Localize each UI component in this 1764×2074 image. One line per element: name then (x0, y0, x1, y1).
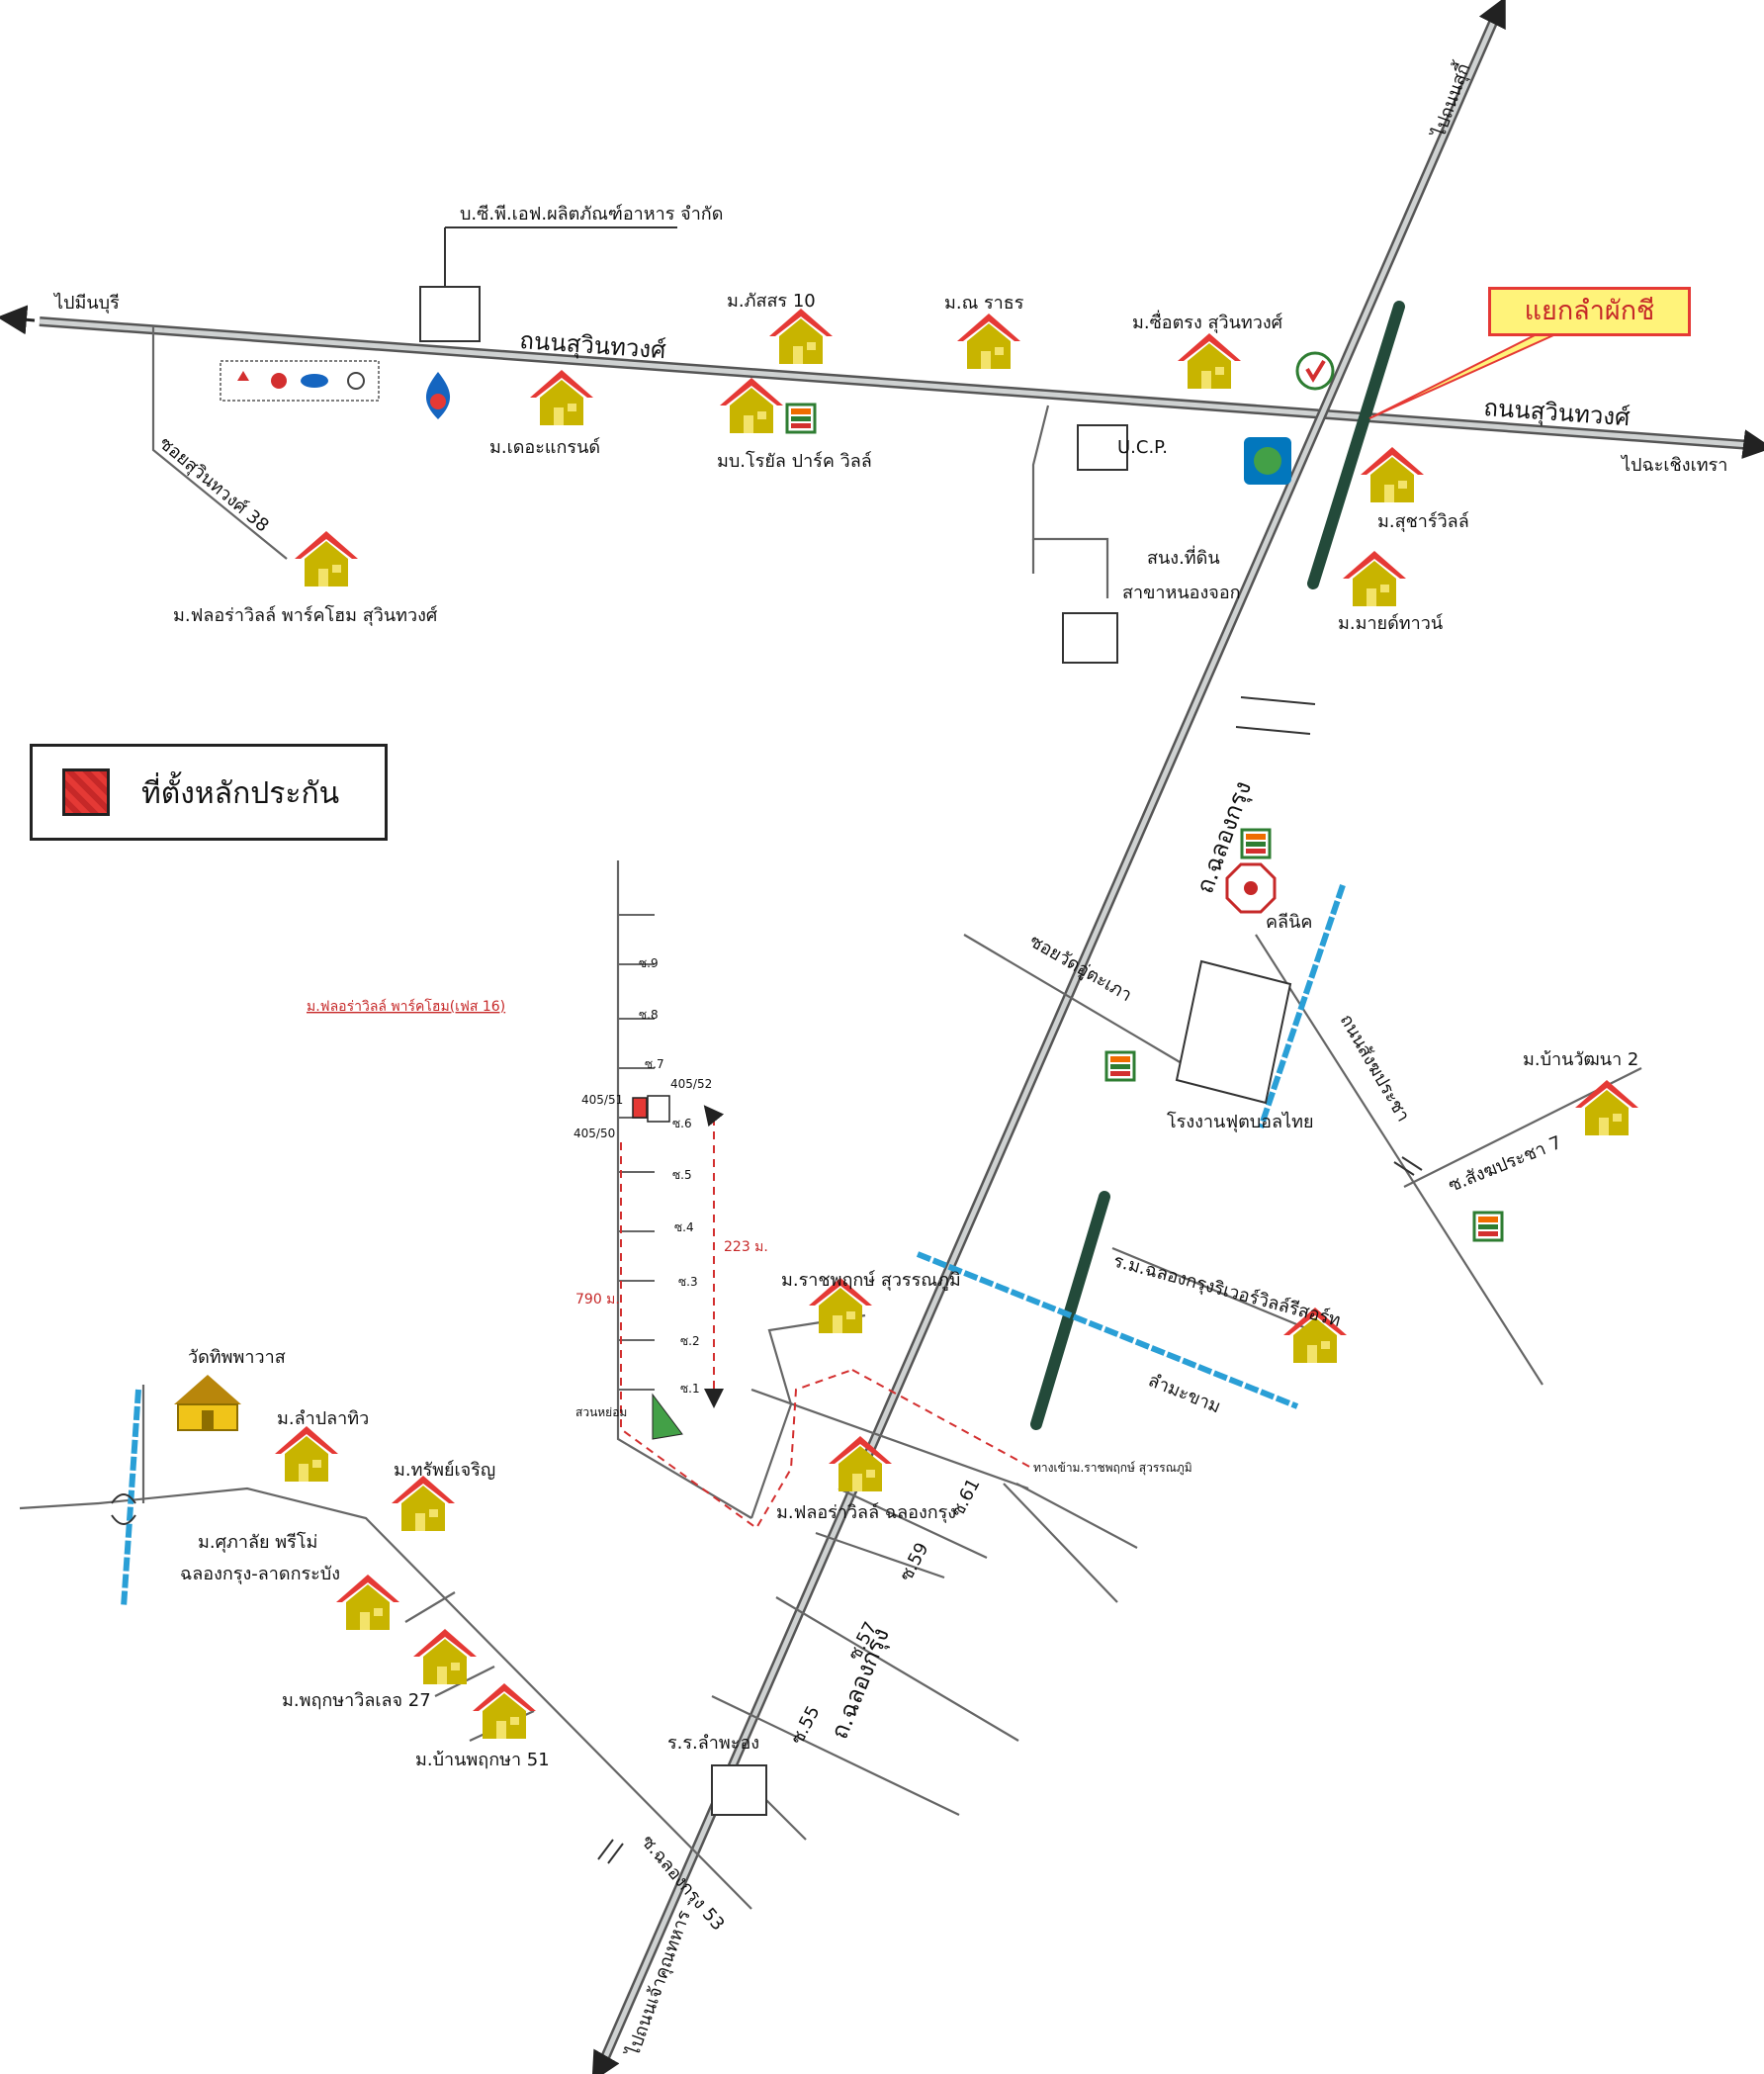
label-ratchaphruek: ม.ราชพฤกษ์ สุวรรณภูมิ (781, 1270, 961, 1291)
label-clinic: คลีนิค (1266, 912, 1312, 933)
label-soi-4: ซ.4 (674, 1220, 694, 1234)
label-flora-park: ม.ฟลอร่าวิลล์ พาร์คโฮม สุวินทวงศ์ (173, 604, 438, 626)
house-icon-suetrong (1178, 333, 1241, 389)
school-building (711, 1764, 767, 1816)
clinic-icon (1225, 862, 1277, 914)
label-house-405-52: 405/52 (670, 1077, 712, 1091)
label-supalai-2: ฉลองกรุง-ลาดกระบัง (180, 1564, 340, 1584)
junction-callout: แยกลำผักชี (1488, 287, 1691, 336)
label-soi-7: ซ.7 (645, 1057, 664, 1071)
label-park: สวนหย่อม (575, 1405, 627, 1419)
label-royalpark: มบ.โรยัล ปาร์ค วิลล์ (717, 450, 872, 472)
label-land-office-branch: สาขาหนองจอก (1122, 583, 1241, 603)
house-icon-pruksa27 (413, 1629, 477, 1684)
bridge-north (1307, 301, 1405, 589)
label-lam-pla-thio: ม.ลำปลาทิว (277, 1408, 369, 1429)
house-icon-suchar (1361, 447, 1424, 502)
label-distance-short: 223 ม. (724, 1239, 768, 1255)
label-soi-3: ซ.3 (678, 1275, 698, 1289)
house-icon-flora-park (295, 531, 358, 586)
label-to-north: ไปถนนสุกี้ (1425, 58, 1474, 141)
label-mindtown: ม.มายด์ทาวน์ (1338, 613, 1443, 634)
house-icon-phatsorn (769, 309, 833, 364)
collateral-marker (632, 1097, 648, 1119)
house-icon-supalai (336, 1575, 399, 1630)
football-factory-building (1175, 959, 1292, 1105)
bridge-south (1030, 1191, 1110, 1430)
label-to-chachoengsao: ไปฉะเชิงเทรา (1620, 454, 1727, 476)
label-ucp: U.C.P. (1117, 437, 1168, 458)
label-house-405-51: 405/51 (581, 1093, 623, 1107)
label-soi-5: ซ.5 (672, 1168, 692, 1182)
house-icon-thegrand (530, 370, 593, 425)
house-icon-pruksa51 (473, 1683, 536, 1739)
bangchak-gas-icon (1244, 437, 1291, 485)
legend-label: ที่ตั้งหลักประกัน (141, 776, 340, 811)
label-cpf: บ.ซี.พี.เอฟ.ผลิตภัณฑ์อาหาร จำกัด (460, 204, 723, 225)
label-soi-6: ซ.6 (672, 1117, 692, 1130)
seven-eleven-icon-4 (1472, 1211, 1504, 1242)
label-wat-thippawat: วัดทิพพาวาส (188, 1347, 286, 1368)
label-suchar: ม.สุชาร์วิลล์ (1377, 511, 1469, 532)
route-path (620, 1105, 1034, 1530)
site-houses (647, 1095, 670, 1123)
ucp-building (1077, 424, 1128, 471)
label-school: ร.ร.ลำพะอง (667, 1733, 759, 1754)
label-house-405-50: 405/50 (573, 1127, 615, 1140)
kbank-icon (1295, 351, 1335, 391)
label-soi-38: ซอยสุวินทวงศ์ 38 (155, 433, 273, 537)
seven-eleven-icon-1 (785, 403, 817, 434)
label-pruksa-27: ม.พฤกษาวิลเลจ 27 (282, 1690, 431, 1711)
label-soi-2: ซ.2 (680, 1334, 700, 1348)
label-soi-55: ซ.55 (787, 1702, 825, 1748)
label-soi-8: ซ.8 (639, 1008, 659, 1022)
chalong-krung-road (591, 0, 1506, 2074)
label-sangprachar: ถนนสังฆประชา (1336, 1011, 1414, 1126)
house-icon-lamplathio (275, 1426, 338, 1482)
label-riverville: ร.ม.ฉลองกรุงริเวอร์วิลล์รีสอร์ท (1111, 1251, 1343, 1332)
label-soi-1: ซ.1 (680, 1382, 700, 1396)
site-soi-ticks (618, 914, 655, 1391)
car-dealers-strip (220, 360, 380, 402)
label-ban-wattana-2: ม.บ้านวัฒนา 2 (1523, 1049, 1638, 1070)
house-icon-wattana2 (1575, 1080, 1638, 1135)
label-village-entrance: ทางเข้าม.ราชพฤกษ์ สุวรรณภูมิ (1033, 1461, 1192, 1476)
label-narathorn: ม.ณ ราธร (944, 293, 1024, 314)
label-land-office: สนง.ที่ดิน (1147, 545, 1220, 569)
label-ban-pruksa-51: ม.บ้านพฤกษา 51 (415, 1750, 550, 1770)
label-soi-9: ซ.9 (639, 956, 659, 970)
label-thegrand: ม.เดอะแกรนด์ (489, 437, 600, 458)
land-office-building (1062, 612, 1118, 664)
label-project-title: ม.ฟลอร่าวิลล์ พาร์คโฮม(เฟส 16) (307, 998, 505, 1015)
label-phatsorn: ม.ภัสสร 10 (727, 291, 816, 312)
label-flora-chalong: ม.ฟลอร่าวิลล์ ฉลองกรุง (776, 1502, 956, 1523)
suwinthawong-road (0, 305, 1764, 460)
label-soi-wat-utakao: ซอยวัดอู่ตะเภา (1026, 931, 1136, 1006)
house-icon-narathorn (957, 314, 1020, 369)
road-breaks (111, 696, 1423, 1864)
label-supalai-1: ม.ศุภาลัย พรีโม่ (198, 1531, 317, 1553)
house-icon-royalpark (720, 378, 783, 433)
minor-roads (19, 326, 1642, 1910)
park-triangle (652, 1393, 683, 1440)
label-football-factory: โรงงานฟุตบอลไทย (1167, 1111, 1314, 1132)
cpf-building (419, 286, 481, 342)
house-icon-flora-chalong (829, 1436, 892, 1491)
label-soi-sangprachar-7: ซ.สังฆประชา 7 (1446, 1132, 1564, 1197)
label-to-minburi: ไปมีนบุรี (52, 292, 120, 314)
label-suetrong: ม.ซื่อตรง สุวินทวงศ์ (1132, 310, 1283, 333)
house-icon-mindtown (1343, 551, 1406, 606)
collateral-swatch (62, 768, 110, 816)
seven-eleven-icon-3 (1104, 1050, 1136, 1082)
label-distance-long: 790 ม. (575, 1292, 620, 1308)
legend: ที่ตั้งหลักประกัน (30, 744, 388, 841)
label-lam-ma-kham: ลำมะขาม (1145, 1370, 1223, 1417)
temple-icon (174, 1375, 241, 1431)
label-sap-charoen: ม.ทรัพย์เจริญ (394, 1460, 495, 1481)
seven-eleven-icon-2 (1240, 828, 1272, 859)
ptt-gas-station-icon (425, 372, 451, 419)
house-icon-sapcharoen (392, 1476, 455, 1531)
